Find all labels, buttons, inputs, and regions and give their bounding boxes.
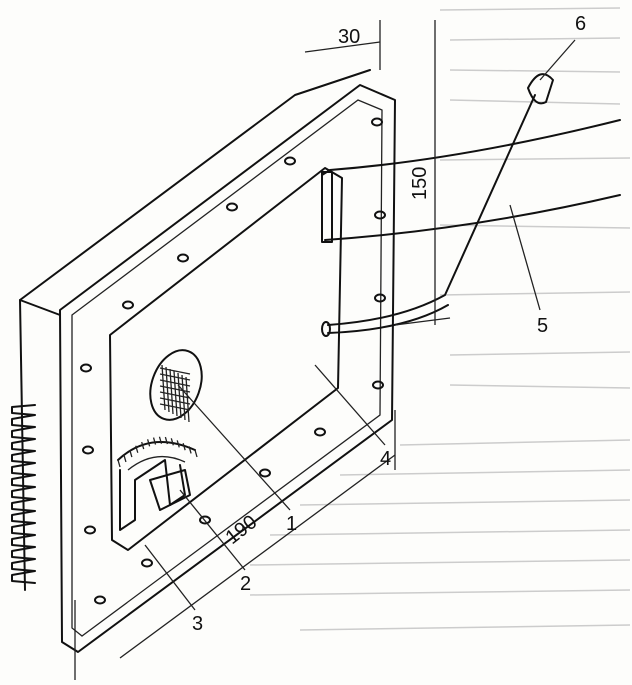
scale-tick	[188, 446, 192, 454]
grid-line	[159, 391, 191, 399]
callout-1: 1	[286, 513, 297, 535]
ribbon-cable	[321, 119, 621, 243]
callout-2: 2	[240, 573, 251, 595]
grid-line	[185, 376, 190, 423]
callout-leaders	[144, 39, 576, 611]
scale-tick	[176, 440, 180, 448]
scale-tick	[141, 441, 145, 450]
scale-tick	[164, 436, 169, 445]
dimension-width: 190	[222, 511, 262, 549]
fin-profile	[11, 404, 36, 584]
grid-line	[181, 374, 186, 421]
scale-tick	[170, 438, 174, 446]
dial-scale	[117, 436, 198, 531]
callout-4: 4	[380, 448, 391, 470]
scale-tick	[194, 449, 198, 458]
heatsink-fins	[11, 404, 36, 584]
grid-line	[159, 385, 191, 393]
scale-tick	[152, 437, 157, 445]
scale-tick	[129, 449, 133, 458]
scale-tick	[117, 459, 121, 468]
back-plate	[19, 69, 371, 591]
grid-line	[161, 364, 166, 411]
grid-line	[159, 367, 191, 375]
grid-line	[165, 366, 170, 413]
grid-line	[173, 370, 178, 417]
front-panel	[59, 84, 396, 653]
mounting-holes	[80, 117, 386, 605]
grid-line	[159, 397, 191, 405]
bleed-through-text	[249, 7, 631, 631]
wire-with-connector	[321, 73, 554, 337]
dimension-height: 150	[409, 167, 431, 200]
grid-line	[159, 403, 191, 411]
dimension-depth: 30	[338, 26, 360, 48]
scale-tick	[158, 436, 163, 444]
dimension-lines	[74, 20, 451, 680]
callout-5: 5	[537, 315, 548, 337]
scale-tick	[182, 442, 186, 451]
scale-tick	[123, 454, 127, 463]
callout-6: 6	[575, 13, 586, 35]
inner-opening	[109, 167, 343, 551]
scale-tick	[135, 445, 139, 453]
scale-tick	[146, 439, 151, 447]
callout-3: 3	[192, 613, 203, 635]
sensor-window	[149, 349, 203, 423]
